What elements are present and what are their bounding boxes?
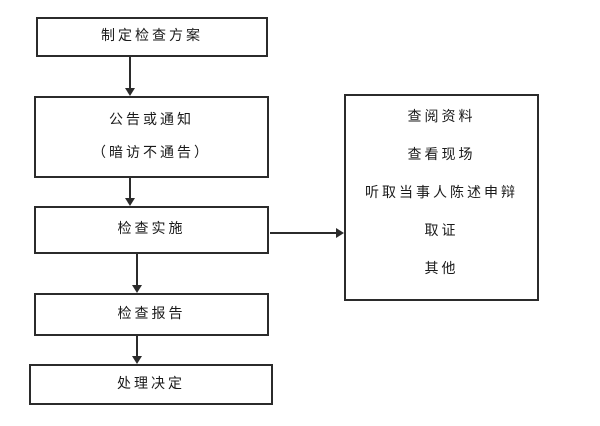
flow-step-implement-box: 检查实施 <box>34 206 269 254</box>
implementation-methods-panel: 查阅资料 查看现场 听取当事人陈述申辩 取证 其他 <box>344 94 539 301</box>
arrow-implement-to-report-shaft <box>136 254 138 285</box>
flow-step-report-box: 检查报告 <box>34 293 269 336</box>
flow-step-notice-line2: （暗访不通告） <box>92 145 211 161</box>
arrow-report-to-decision-head <box>132 356 142 364</box>
flow-step-decision-label: 处理决定 <box>117 376 185 392</box>
arrow-report-to-decision-shaft <box>136 336 138 356</box>
arrow-implement-to-report-head <box>132 285 142 293</box>
method-item-other: 其他 <box>424 261 459 277</box>
flow-step-implement-label: 检查实施 <box>117 222 186 237</box>
flow-step-plan-label: 制定检查方案 <box>101 29 203 44</box>
method-item-hear-statements: 听取当事人陈述申辩 <box>365 185 518 201</box>
method-item-review-materials: 查阅资料 <box>407 109 476 125</box>
flow-step-report-label: 检查报告 <box>117 306 186 322</box>
arrow-notice-to-implement-shaft <box>129 178 131 198</box>
arrow-implement-to-sidepanel-head <box>336 228 344 238</box>
flow-step-notice-line1: 公告或通知 <box>109 112 194 128</box>
arrow-implement-to-sidepanel-shaft <box>270 232 336 234</box>
flow-step-decision-box: 处理决定 <box>29 364 273 405</box>
arrow-notice-to-implement-head <box>125 198 135 206</box>
flow-step-notice-box: 公告或通知 （暗访不通告） <box>34 96 269 178</box>
method-item-inspect-site: 查看现场 <box>407 147 476 163</box>
arrow-plan-to-notice-head <box>125 88 135 96</box>
flow-step-plan-box: 制定检查方案 <box>36 17 268 57</box>
arrow-plan-to-notice-shaft <box>129 57 131 88</box>
method-item-obtain-evidence: 取证 <box>424 223 459 239</box>
